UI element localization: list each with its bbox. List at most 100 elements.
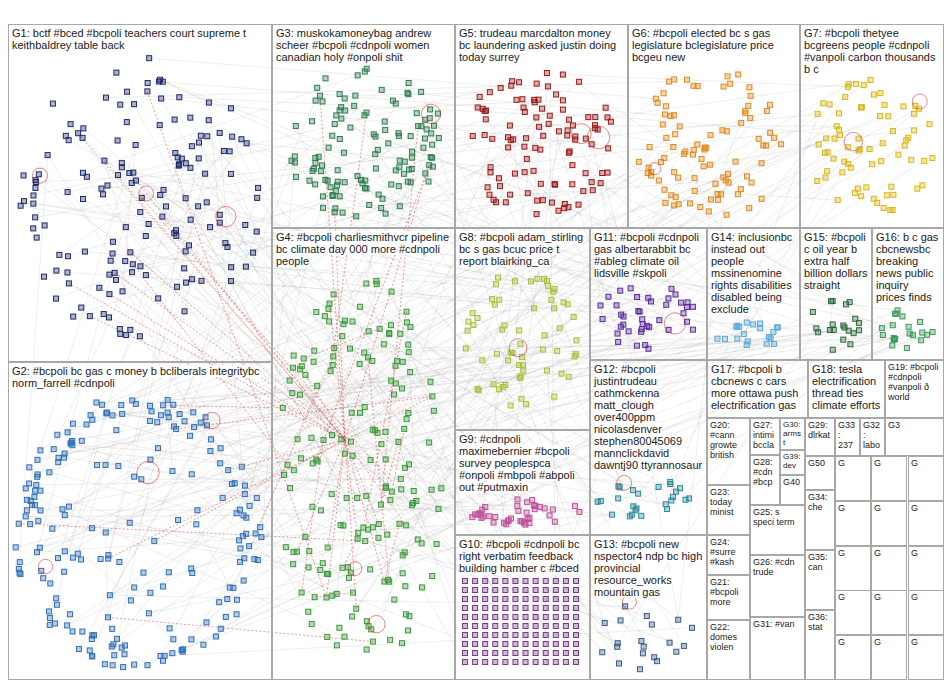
vertex <box>291 353 296 358</box>
vertex <box>152 538 157 543</box>
vertex <box>208 449 213 454</box>
tie-line <box>371 148 608 629</box>
group-box: G7: #bcpoli thetyee bcgreens people #cdn… <box>800 24 944 228</box>
vertex <box>156 79 161 84</box>
tie-line-red <box>381 442 398 505</box>
vertex <box>430 394 435 399</box>
vertex <box>427 440 432 445</box>
vertex <box>480 507 485 512</box>
vertex <box>563 660 568 665</box>
vertex <box>550 507 555 512</box>
vertex <box>132 662 137 667</box>
vertex <box>533 615 538 620</box>
vertex <box>666 296 671 301</box>
self-loop <box>421 104 440 123</box>
vertex <box>764 341 769 346</box>
tie-line-red <box>104 161 345 440</box>
vertex <box>231 585 236 590</box>
vertex <box>566 374 571 379</box>
vertex <box>702 147 707 152</box>
vertex <box>419 585 424 590</box>
tie-line <box>160 80 404 174</box>
group-box: G4: #bcpoli charliesmithvcr pipeline bc … <box>272 228 455 680</box>
vertex <box>621 322 626 327</box>
vertex <box>566 150 571 155</box>
vertex <box>393 101 398 106</box>
vertex <box>170 651 175 656</box>
vertex <box>904 345 909 350</box>
vertex <box>362 404 367 409</box>
vertex <box>663 200 668 205</box>
vertex <box>615 331 620 336</box>
tie-line <box>49 116 880 472</box>
vertex <box>515 503 520 508</box>
tie-line <box>196 524 237 599</box>
tie-line <box>104 161 132 265</box>
vertex <box>465 328 470 333</box>
group-box: G17: #bcpoli b cbcnews c cars more ottaw… <box>707 360 808 418</box>
group-label: G39: dev <box>783 452 801 470</box>
vertex <box>244 141 249 146</box>
group-label: G9: #cdnpoli maximebernier #bcpoli surve… <box>459 433 575 493</box>
vertex <box>718 192 723 197</box>
vertex <box>463 597 468 602</box>
vertex <box>606 146 611 151</box>
vertex <box>745 339 750 344</box>
tie-line <box>183 325 893 649</box>
vertex <box>463 642 468 647</box>
vertex <box>830 347 835 352</box>
vertex <box>54 596 59 601</box>
vertex <box>370 525 375 530</box>
vertex <box>196 204 201 209</box>
vertex <box>408 134 413 139</box>
vertex <box>317 93 322 98</box>
vertex <box>115 173 120 178</box>
vertex <box>280 405 285 410</box>
tie-line <box>185 162 295 421</box>
tie-line <box>109 294 293 552</box>
vertex <box>663 104 668 109</box>
vertex <box>503 642 508 647</box>
vertex <box>313 98 318 103</box>
tie-line <box>40 491 244 559</box>
vertex <box>253 531 258 536</box>
vertex <box>552 306 557 311</box>
group-label: G10: #bcpoli #cdnpoli bc right verbatim … <box>459 538 579 574</box>
vertex <box>616 496 621 501</box>
vertex <box>429 131 434 136</box>
vertex <box>430 142 435 147</box>
vertex <box>133 143 138 148</box>
tie-line <box>399 345 746 524</box>
vertex <box>350 453 355 458</box>
vertex <box>255 195 260 200</box>
vertex <box>513 615 518 620</box>
group-box: G36: stat <box>805 610 835 680</box>
tie-line <box>356 387 503 609</box>
vertex <box>830 322 835 327</box>
vertex <box>540 106 545 111</box>
vertex <box>368 567 373 572</box>
vertex <box>157 123 162 128</box>
vertex <box>640 317 645 322</box>
vertex <box>393 363 398 368</box>
vertex <box>574 338 579 343</box>
group-label: G16: b c gas cbcnewsbc breaking news pub… <box>876 231 938 303</box>
vertex <box>22 199 27 204</box>
vertex <box>615 641 620 646</box>
vertex <box>669 286 674 291</box>
vertex <box>234 511 239 516</box>
vertex <box>463 579 468 584</box>
vertex <box>664 135 669 140</box>
vertex <box>463 624 468 629</box>
group-label: G2: #bcpoli bc gas c money b bcliberals … <box>12 365 260 389</box>
vertex <box>911 111 916 116</box>
vertex <box>107 593 112 598</box>
tie-line <box>249 507 312 546</box>
tie-line <box>165 144 782 656</box>
vertex <box>684 304 689 309</box>
tie-line <box>511 140 831 301</box>
vertex <box>553 588 558 593</box>
vertex <box>483 660 488 665</box>
tie-line <box>127 92 363 528</box>
group-label: G <box>874 458 881 468</box>
